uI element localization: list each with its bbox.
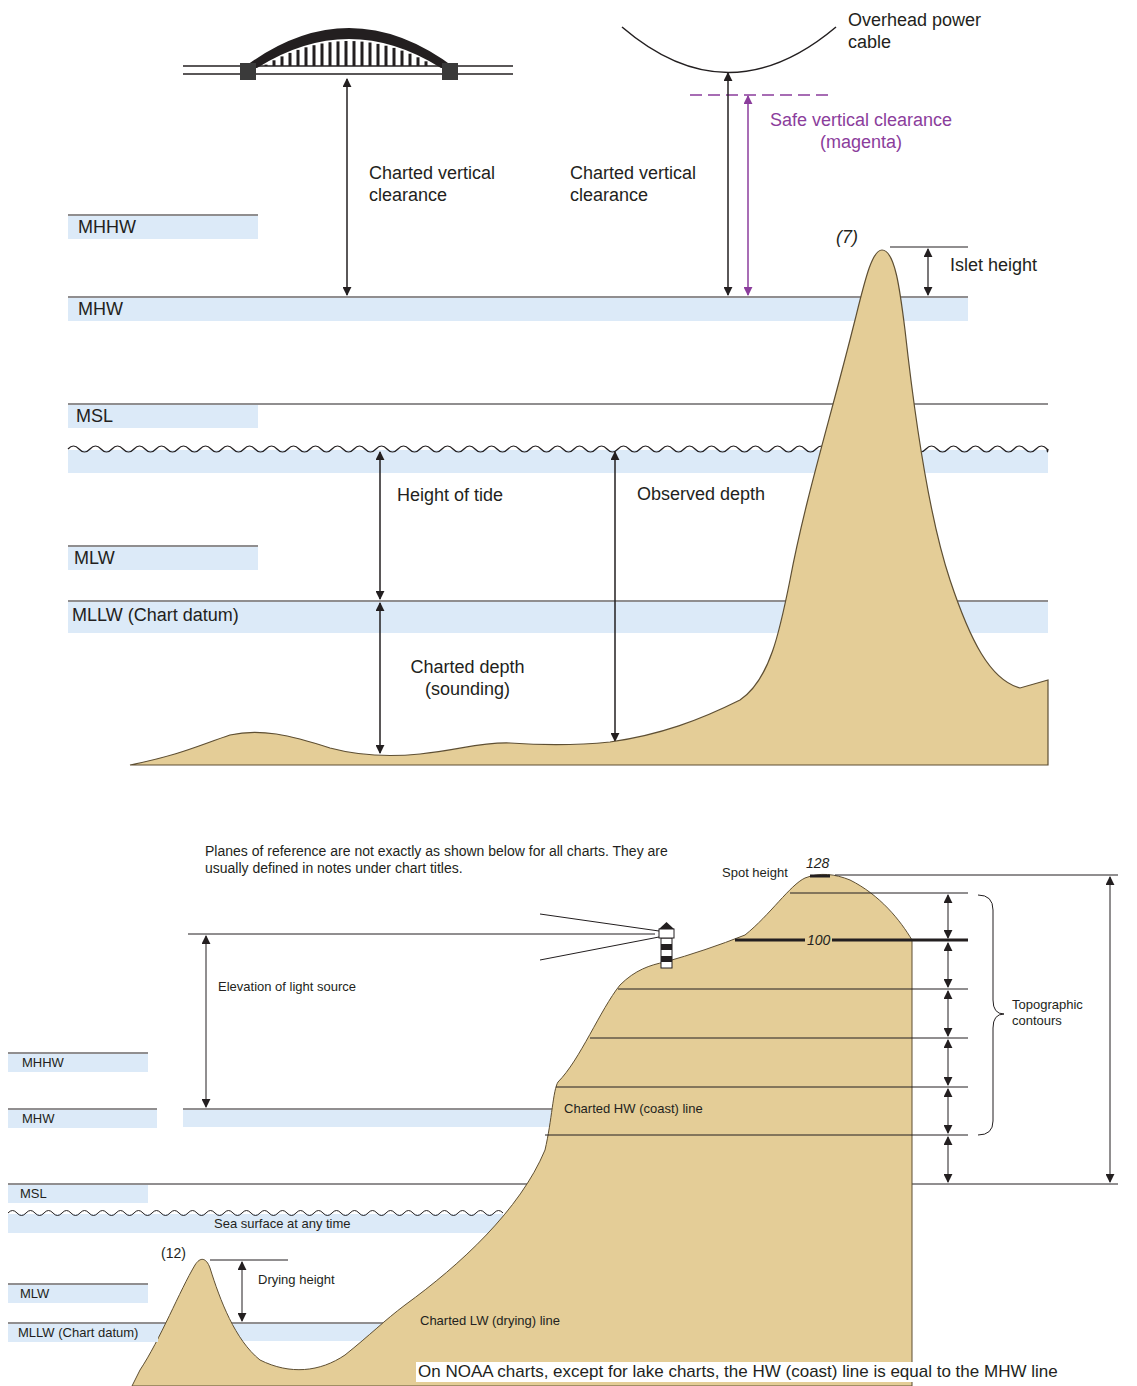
dimension-label: Charted depth (sounding) [395, 657, 540, 700]
bridge-bar [321, 44, 324, 67]
datum-name: MSL [76, 406, 258, 427]
power-cable [622, 27, 836, 95]
datum-band: MHHW [68, 216, 258, 239]
datum-name: MSL [20, 1186, 148, 1202]
coast-line-label: Charted HW (coast) line [564, 1101, 703, 1117]
contour-value: 100 [805, 932, 832, 949]
datum-band: MHW [68, 298, 258, 321]
bridge-bar [313, 45, 316, 66]
sea-surface-label: Sea surface at any time [212, 1216, 353, 1232]
datum-name: MLLW (Chart datum) [18, 1325, 158, 1341]
datum-name: MHHW [22, 1055, 148, 1071]
datum-name: MHW [78, 299, 258, 320]
bridge-bar [361, 42, 364, 66]
bridge-bar [401, 51, 404, 66]
bridge-bar [329, 42, 332, 66]
clearance-label: Safe vertical clearance (magenta) [756, 110, 966, 153]
datum-band: MLW [8, 1285, 148, 1303]
bridge-bar [297, 50, 300, 66]
bridge-bar [353, 41, 356, 66]
bridge-bar [377, 44, 380, 66]
light-rays [188, 914, 659, 960]
bridge-bar [393, 48, 396, 66]
bridge-bar [369, 43, 372, 67]
cable-label: Overhead power cable [848, 10, 998, 53]
datum-name: MLLW (Chart datum) [72, 605, 258, 626]
callout-number: (12) [161, 1245, 186, 1262]
sea-surface-wave [8, 1211, 503, 1216]
bridge-bar [281, 56, 284, 66]
coast-and-hill [132, 874, 912, 1386]
bridge-bar [265, 65, 268, 66]
datum-name: MHHW [78, 217, 258, 238]
lighthouse [659, 922, 674, 968]
bridge-bar [425, 61, 428, 66]
datum-name: MLW [74, 548, 258, 569]
datum-name: MLW [20, 1286, 148, 1302]
clearance-label: Charted vertical clearance [369, 163, 519, 206]
spot-height-label: Spot height [722, 865, 788, 881]
datum-band: MLLW (Chart datum) [68, 602, 258, 633]
spot-height-value: 128 [806, 855, 829, 872]
datum-band: MSL [68, 405, 258, 428]
dimension-label: Height of tide [397, 485, 503, 507]
datum-band: MLW [68, 547, 258, 570]
datum-band: MHHW [8, 1054, 148, 1072]
dimension-label: Islet height [950, 255, 1037, 277]
bridge-bar [305, 47, 308, 66]
drying-line-label: Charted LW (drying) line [420, 1313, 560, 1329]
bridge [183, 28, 513, 80]
datum-band: MHW [8, 1110, 157, 1128]
callout-number: (7) [836, 227, 858, 249]
topographic-contours [545, 875, 1118, 1182]
datum-band: MSL [8, 1185, 148, 1203]
dimension-label: Observed depth [637, 484, 765, 506]
bridge-bar [385, 46, 388, 66]
footnote: On NOAA charts, except for lake charts, … [416, 1362, 1060, 1382]
bridge-bar [345, 41, 348, 66]
dimension-label: Drying height [258, 1272, 335, 1288]
clearance-label: Charted vertical clearance [570, 163, 720, 206]
bracket-label: Topographic contours [1012, 997, 1107, 1028]
bridge-bar [273, 60, 276, 66]
measure-arrows-top [347, 73, 748, 753]
dimension-label: Elevation of light source [218, 979, 356, 995]
bridge-bar [417, 57, 420, 66]
bridge-bar [289, 53, 292, 66]
datum-name: MHW [22, 1111, 157, 1127]
bridge-bar [409, 54, 412, 66]
bridge-bar [337, 41, 340, 66]
datum-band: MLLW (Chart datum) [8, 1324, 158, 1342]
seabed-and-islet [130, 250, 1048, 765]
note-text: Planes of reference are not exactly as s… [205, 843, 675, 877]
